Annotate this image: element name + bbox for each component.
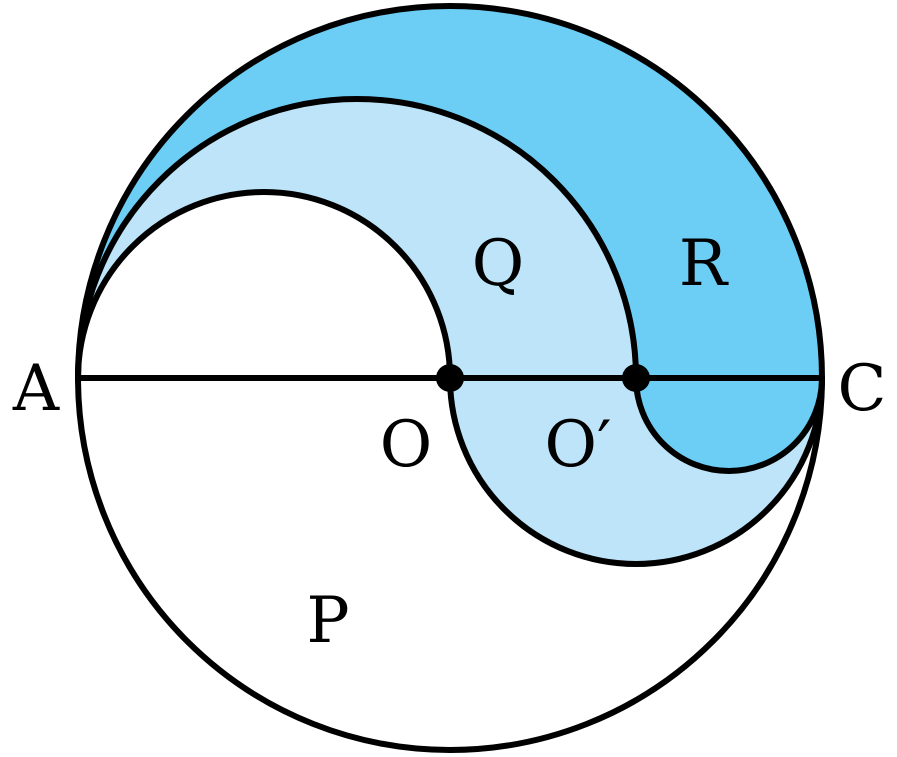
region-q-shape (78, 99, 822, 564)
label-region-r: R (679, 227, 729, 301)
arc-a-o-prime-c (75, 96, 825, 474)
point-o-prime-dot (622, 364, 650, 392)
label-point-a: A (12, 352, 60, 426)
label-point-o-prime: O′ (545, 408, 612, 482)
label-region-q: Q (472, 227, 524, 301)
label-point-c: C (838, 352, 887, 426)
label-point-o: O (380, 408, 432, 482)
label-region-p: P (306, 584, 349, 658)
point-o-dot (436, 364, 464, 392)
